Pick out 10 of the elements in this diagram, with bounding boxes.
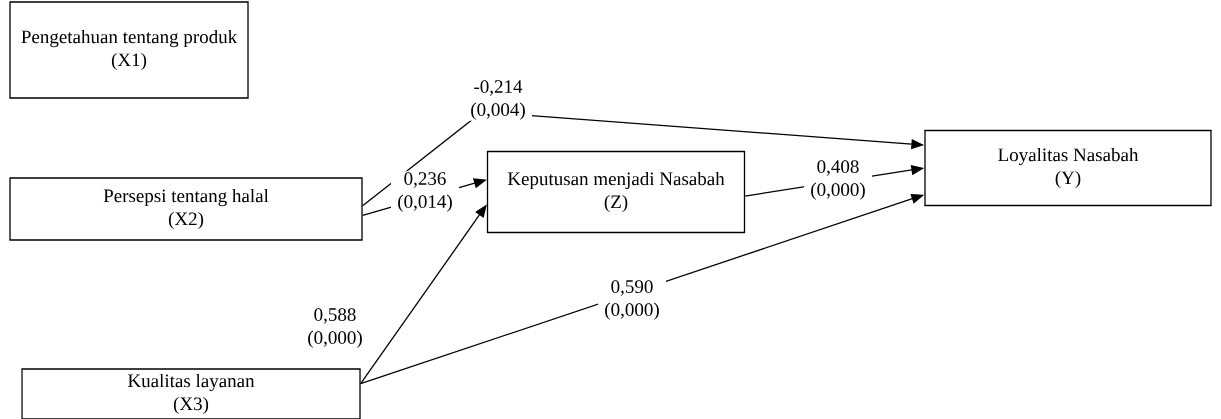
variable-box: Persepsi tentang halal (X2) bbox=[9, 177, 363, 241]
variable-box: Loyalitas Nasabah (Y) bbox=[924, 129, 1212, 207]
edge-label: 0,588 (0,000) bbox=[301, 307, 369, 349]
variable-box: Kualitas layanan (X3) bbox=[21, 368, 361, 419]
variable-box: Pengetahuan tentang produk (X1) bbox=[9, 1, 249, 99]
edge-label: 0,590 (0,000) bbox=[598, 279, 666, 321]
edge-label: -0,214 (0,004) bbox=[464, 79, 532, 121]
edge-label: 0,236 (0,014) bbox=[391, 171, 459, 213]
edge-label: 0,408 (0,000) bbox=[804, 159, 872, 201]
variable-box: Keputusan menjadi Nasabah (Z) bbox=[486, 150, 746, 234]
